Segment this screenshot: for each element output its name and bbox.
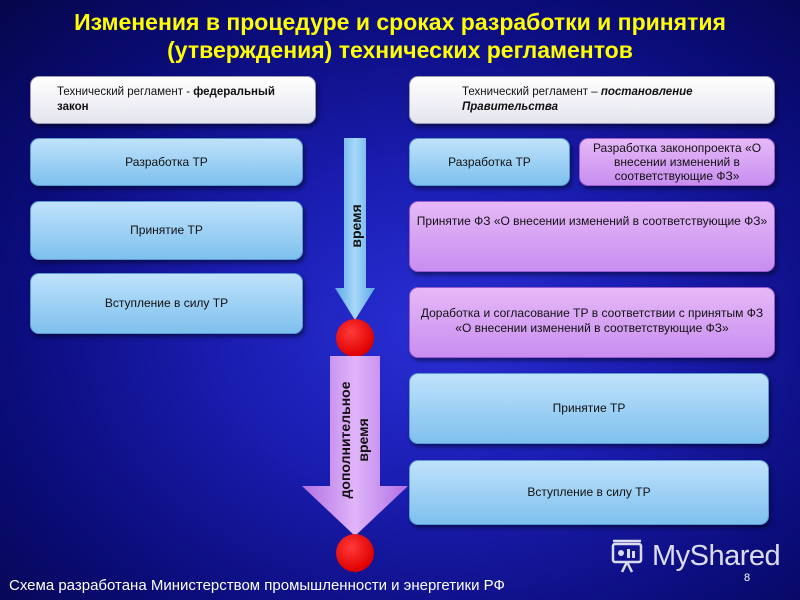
time-arrow [335, 138, 375, 320]
left-step-entry: Вступление в силу ТР [30, 273, 303, 334]
right-step-develop: Разработка ТР [409, 138, 570, 186]
left-header-bold: федеральный закон [57, 86, 275, 113]
right-step-bill: Разработка законопроекта «О внесении изм… [579, 138, 775, 186]
slide-title: Изменения в процедуре и сроках разработк… [0, 8, 800, 64]
left-step-develop: Разработка ТР [30, 138, 303, 186]
right-header-bold-italic: постановление Правительства [462, 86, 693, 113]
title-line-2: (утверждения) технических регламентов [167, 37, 633, 63]
extra-time-arrow [302, 356, 408, 536]
left-header-box: Технический регламент - федеральный зако… [30, 76, 316, 124]
left-step-adoption-label: Принятие ТР [130, 223, 203, 237]
extra-time-line-2: время [355, 418, 371, 462]
right-step-law-adoption: Принятие ФЗ «О внесении изменений в соот… [409, 201, 775, 272]
right-step-revision-label: Доработка и согласование ТР в соответств… [420, 306, 764, 335]
extra-time-arrow-label: дополнительное время [336, 381, 374, 499]
left-step-develop-label: Разработка ТР [125, 154, 208, 169]
watermark-logo: MyShared [610, 538, 781, 574]
left-step-adoption: Принятие ТР [30, 201, 303, 260]
left-step-entry-label: Вступление в силу ТР [104, 296, 229, 310]
right-header-box: Технический регламент – постановление Пр… [409, 76, 775, 124]
right-step-law-adoption-label: Принятие ФЗ «О внесении изменений в соот… [416, 214, 768, 228]
left-header-prefix: Технический регламент - [57, 86, 194, 98]
marker-circle-bottom [336, 534, 374, 572]
right-step-entry: Вступление в силу ТР [409, 460, 769, 525]
right-step-entry-label: Вступление в силу ТР [527, 485, 651, 499]
presentation-board-icon [611, 539, 643, 573]
page-number: 8 [744, 572, 751, 584]
right-step-revision: Доработка и согласование ТР в соответств… [409, 287, 775, 358]
right-step-develop-label: Разработка ТР [448, 154, 531, 169]
footer-caption: Схема разработана Министерством промышле… [9, 577, 505, 594]
title-line-1: Изменения в процедуре и сроках разработк… [74, 9, 726, 35]
extra-time-line-1: дополнительное [337, 381, 353, 499]
right-step-adoption-label: Принятие ТР [552, 401, 626, 415]
marker-circle-top [336, 319, 374, 357]
right-step-bill-label: Разработка законопроекта «О внесении изм… [592, 141, 762, 183]
watermark-text: MyShared [652, 539, 781, 572]
right-header-prefix: Технический регламент – [462, 86, 601, 98]
time-arrow-label: время [348, 204, 364, 248]
right-step-adoption: Принятие ТР [409, 373, 769, 444]
